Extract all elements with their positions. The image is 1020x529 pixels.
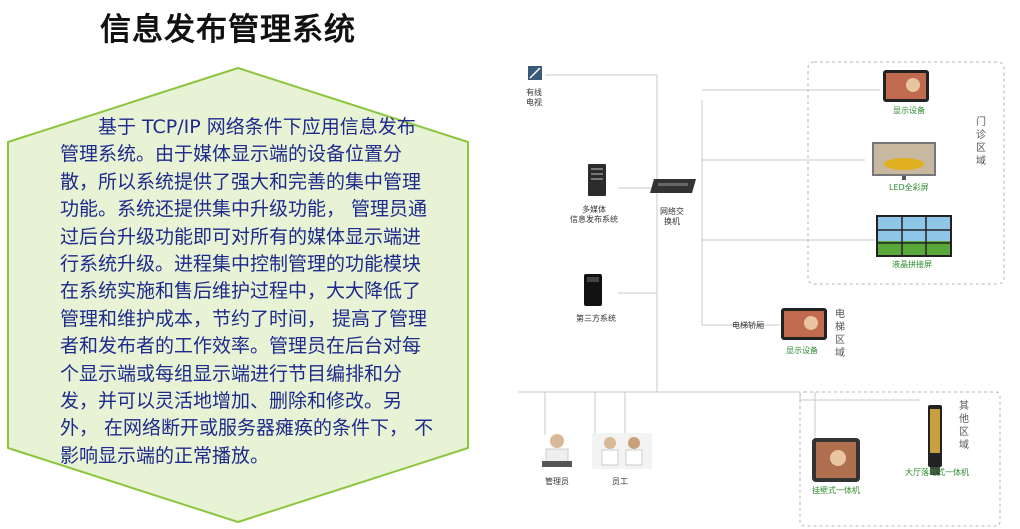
led-screen-label: LED全彩屏: [889, 183, 929, 192]
cable-tv-label: 有线 电视: [526, 88, 542, 107]
network-diagram: 有线 电视 多媒体 信息发布系统 网络交 换机 第三方系统 管理员 员工: [500, 40, 1020, 529]
hexagon-panel: [7, 67, 469, 523]
wall-kiosk-label: 挂壁式一体机: [812, 486, 860, 495]
switch-label: 网络交 换机: [660, 207, 684, 226]
diagram-lines: [518, 61, 1005, 527]
lcd-wall-label: 液晶拼接屏: [892, 260, 932, 269]
other-zone-label: 其 他 区 域: [959, 401, 969, 451]
media-system-label: 多媒体 信息发布系统: [570, 205, 618, 224]
cable-tv-icon: [528, 66, 542, 80]
clinic-zone-label: 门 诊 区 域: [976, 117, 986, 167]
network-switch-icon: [650, 179, 696, 193]
lcd-wall-icon: [876, 215, 952, 257]
admin-label: 管理员: [545, 477, 569, 486]
staff-label: 员工: [612, 477, 628, 486]
elevator-display-icon: [781, 308, 827, 340]
page-title: 信息发布管理系统: [100, 12, 356, 48]
floor-kiosk-label: 大厅落地式一体机: [905, 468, 969, 477]
admin-icon: [542, 434, 572, 467]
wall-kiosk-icon: [812, 438, 860, 482]
display-device-label-1: 显示设备: [893, 106, 925, 115]
elevator-car-label: 电梯轿厢: [732, 321, 764, 330]
description-text: 基于 TCP/IP 网络条件下应用信息发布管理系统。由于媒体显示端的设备位置分散…: [60, 116, 434, 467]
staff-icon: [592, 433, 652, 469]
display-device-label-2: 显示设备: [786, 346, 818, 355]
elevator-zone-label: 电 梯 区 域: [835, 309, 845, 359]
third-party-server-icon: [584, 274, 602, 306]
third-party-label: 第三方系统: [576, 314, 616, 323]
floor-kiosk-icon: [928, 405, 942, 475]
led-screen-icon: [872, 142, 936, 180]
server-icon: [588, 164, 606, 196]
display-device-icon: [883, 70, 929, 102]
